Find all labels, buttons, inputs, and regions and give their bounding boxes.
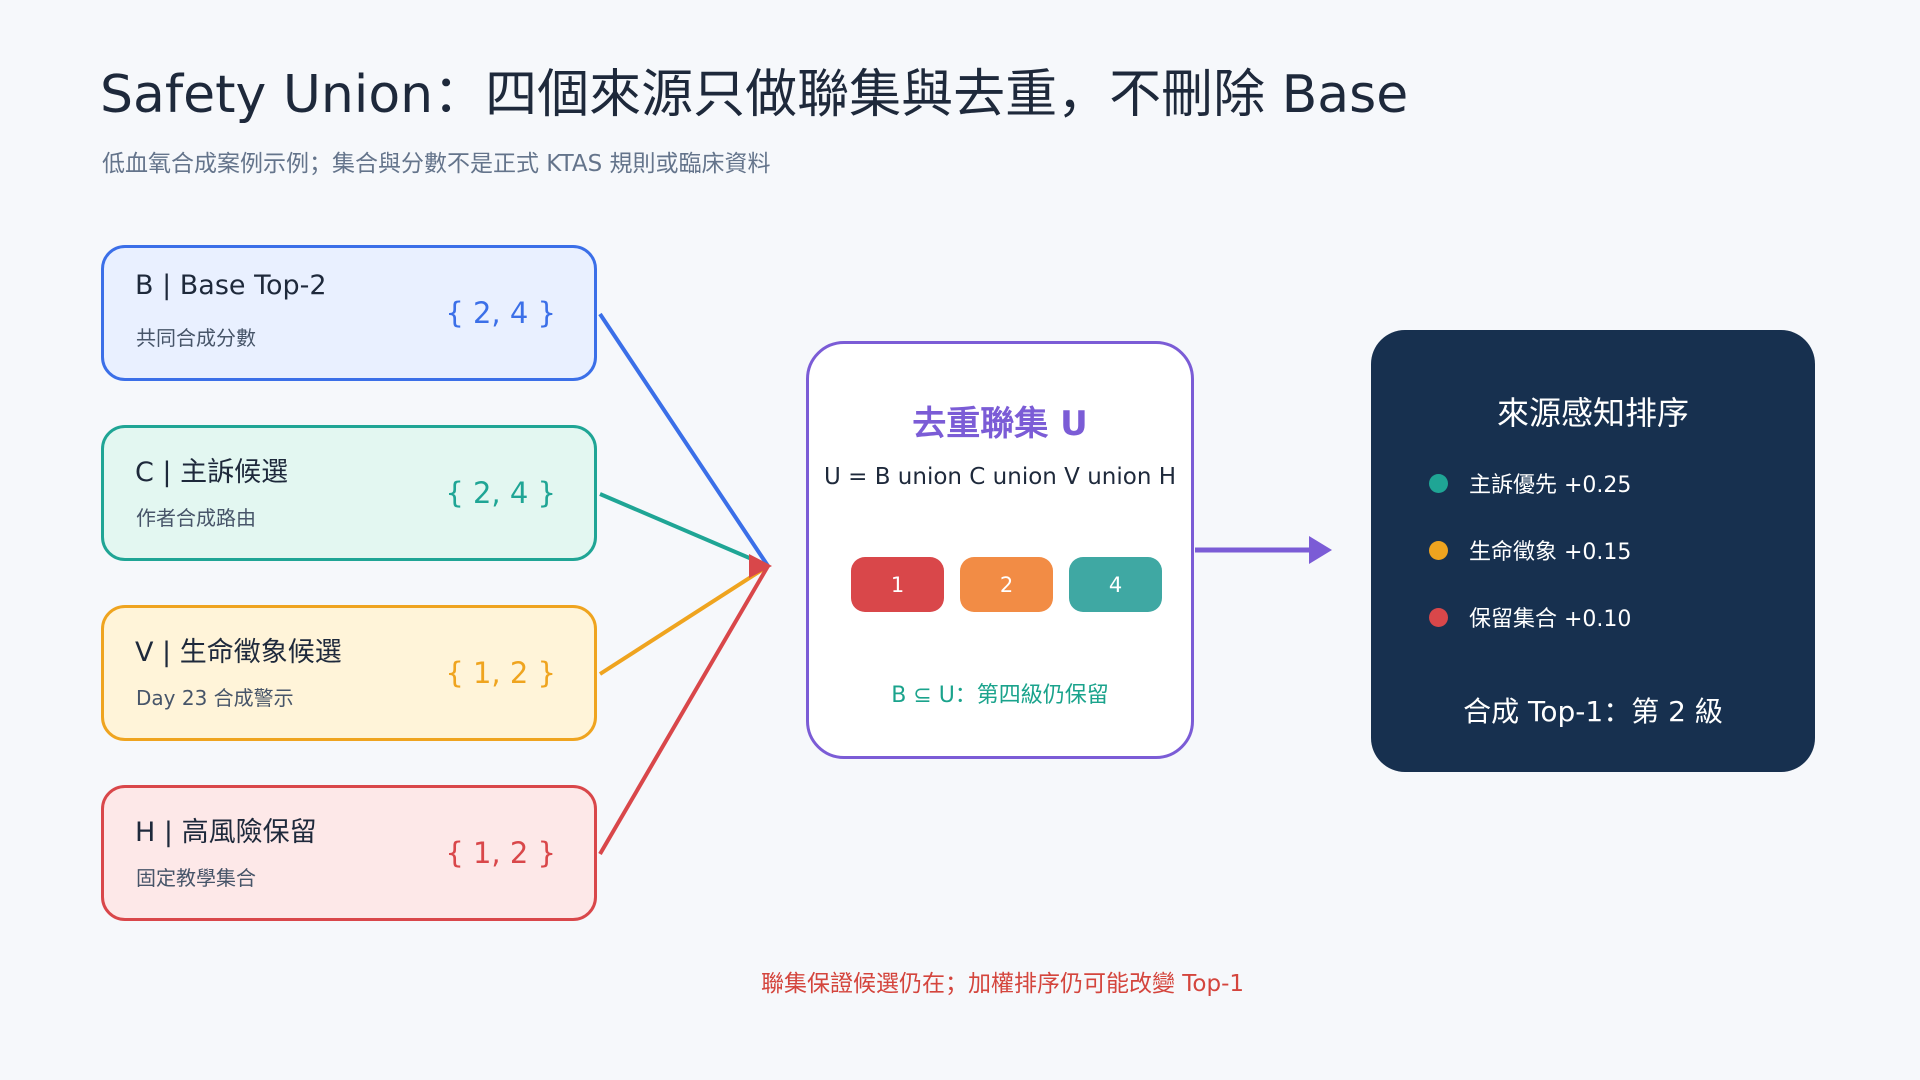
union-chip: 4 — [1069, 557, 1162, 612]
source-card-complaint: C | 主訴候選 作者合成路由 { 2, 4 } — [101, 425, 597, 561]
source-card-highrisk: H | 高風險保留 固定教學集合 { 1, 2 } — [101, 785, 597, 921]
source-note: 作者合成路由 — [136, 506, 256, 530]
page-subtitle: 低血氧合成案例示例；集合與分數不是正式 KTAS 規則或臨床資料 — [102, 151, 771, 177]
ranking-title: 來源感知排序 — [1496, 394, 1689, 432]
ranking-panel: 來源感知排序 主訴優先 +0.25 生命徵象 +0.15 保留集合 +0.10 … — [1371, 330, 1815, 772]
dot-icon — [1429, 540, 1448, 560]
footer-note: 聯集保證候選仍在；加權排序仍可能改變 Top-1 — [760, 971, 1245, 997]
source-note: 共同合成分數 — [136, 326, 256, 350]
source-note: 固定教學集合 — [136, 866, 256, 890]
source-card-base: B | Base Top-2 共同合成分數 { 2, 4 } — [101, 245, 597, 381]
source-title: C | 主訴候選 — [135, 457, 289, 488]
union-title: 去重聯集 U — [912, 404, 1088, 444]
union-arrowhead — [749, 554, 772, 578]
connector-complaint — [599, 492, 769, 568]
source-set: { 1, 2 } — [445, 656, 556, 690]
ranking-item-label: 保留集合 +0.10 — [1469, 607, 1632, 632]
union-box: 去重聯集 U U = B union C union V union H 1 2… — [806, 341, 1194, 759]
union-chip: 2 — [960, 557, 1053, 612]
connector-highrisk — [598, 564, 770, 856]
ranking-item-label: 主訴優先 +0.25 — [1469, 473, 1632, 498]
ranking-item-reserve: 保留集合 +0.10 — [1429, 602, 1631, 632]
page-title: Safety Union：四個來源只做聯集與去重，不刪除 Base — [100, 65, 1409, 125]
ranking-result: 合成 Top-1：第 2 級 — [1463, 695, 1723, 728]
dot-icon — [1429, 473, 1448, 493]
dot-icon — [1429, 607, 1448, 627]
source-title: B | Base Top-2 — [135, 270, 327, 301]
source-set: { 2, 4 } — [445, 476, 556, 510]
output-arrowhead — [1309, 536, 1332, 564]
source-note: Day 23 合成警示 — [136, 686, 294, 710]
union-chips: 1 2 4 — [851, 557, 1162, 612]
union-formula: U = B union C union V union H — [823, 464, 1177, 490]
source-title: H | 高風險保留 — [135, 817, 317, 848]
union-note: B ⊆ U：第四級仍保留 — [891, 683, 1109, 708]
ranking-item-vitals: 生命徵象 +0.15 — [1429, 535, 1631, 565]
connector-base — [598, 312, 770, 568]
union-chip: 1 — [851, 557, 944, 612]
source-title: V | 生命徵象候選 — [135, 637, 342, 668]
source-set: { 2, 4 } — [445, 296, 556, 330]
connector-vitals — [598, 564, 770, 676]
source-set: { 1, 2 } — [445, 836, 556, 870]
ranking-item-label: 生命徵象 +0.15 — [1469, 540, 1632, 565]
ranking-item-complaint: 主訴優先 +0.25 — [1429, 468, 1631, 498]
source-card-vitals: V | 生命徵象候選 Day 23 合成警示 { 1, 2 } — [101, 605, 597, 741]
